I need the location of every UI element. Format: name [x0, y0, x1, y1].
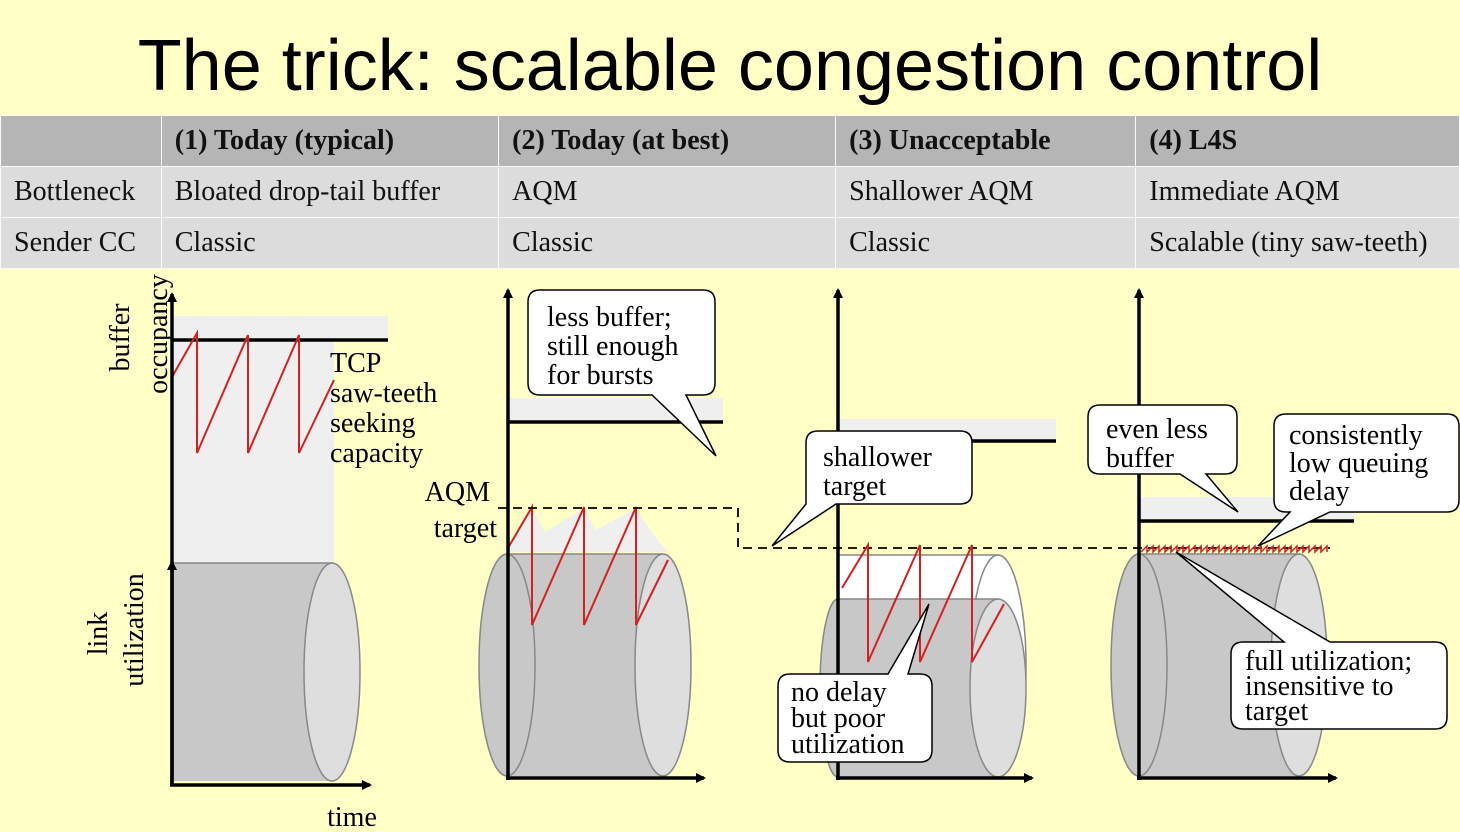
callout-even-less-buffer: even less buffer — [1087, 404, 1239, 513]
table-cell: AQM — [498, 166, 837, 218]
svg-text:full utilization; inse: full utilization; insensitive to target — [1245, 646, 1419, 727]
link-cylinder — [172, 562, 361, 782]
row-label-bottleneck: Bottleneck — [0, 166, 162, 218]
shallow-sawtooth — [841, 541, 1005, 663]
axis-label-buffer-occupancy: buffer occupancy — [105, 274, 174, 394]
svg-text:even less buffer: even less buffer — [1106, 414, 1215, 474]
table-cell: Classic — [498, 217, 837, 269]
svg-text:consistently low queui: consistently low queuing delay — [1289, 420, 1435, 507]
table-cell: Shallower AQM — [835, 166, 1137, 218]
panel-2-today-at-best: AQM target less buffer; still enough for… — [425, 288, 1330, 783]
table-header-cell: (3) Unacceptable — [835, 115, 1137, 167]
callout-less-buffer: less buffer; still enough for bursts — [527, 289, 717, 457]
svg-text:shallower target: shallower target — [823, 442, 939, 502]
panel-1-today-typical: buffer occupancy link utilization time T… — [83, 274, 444, 832]
callout-consistently-low: consistently low queuing delay — [1257, 413, 1460, 547]
table-cell: Immediate AQM — [1135, 166, 1460, 218]
callout-shallower-target: shallower target — [771, 430, 973, 547]
callout-full-utilization: full utilization; insensitive to target — [1175, 551, 1448, 730]
buffer-headroom — [172, 316, 388, 338]
aqm-sawtooth — [507, 503, 669, 626]
table-header-cell — [0, 115, 162, 167]
scalable-sawtooth — [1140, 544, 1328, 554]
table-cell: Scalable (tiny saw-teeth) — [1135, 217, 1460, 269]
page-title: The trick: scalable congestion control — [137, 26, 1323, 106]
comparison-table: (1) Today (typical) (2) Today (at best) … — [0, 115, 1460, 269]
callout-no-delay: no delay but poor utilization — [777, 603, 933, 763]
aqm-target-line — [498, 507, 1330, 549]
table-row: Bottleneck Bloated drop-tail buffer AQM … — [0, 166, 1460, 218]
panel-4-l4s: even less buffer consistently low queuin… — [1087, 288, 1460, 783]
panel-3-unacceptable: shallower target no delay but poor utili… — [771, 288, 1056, 783]
label-tcp-sawteeth: TCP saw-teeth seeking capacity — [330, 348, 444, 469]
tcp-sawtooth — [171, 329, 335, 454]
table-header-cell: (1) Today (typical) — [160, 115, 500, 167]
table-cell: Bloated drop-tail buffer — [160, 166, 500, 218]
label-aqm-target: AQM target — [425, 477, 498, 544]
svg-text:less buffer; still eno: less buffer; still enough for bursts — [547, 302, 685, 391]
svg-text:no delay but poor: no delay but poor utilization — [791, 677, 905, 760]
table-header-row: (1) Today (typical) (2) Today (at best) … — [0, 115, 1460, 167]
table-row: Sender CC Classic Classic Classic Scalab… — [0, 217, 1460, 269]
table-header-cell: (4) L4S — [1135, 115, 1460, 167]
axis-label-link-utilization: link utilization — [83, 573, 150, 687]
table-cell: Classic — [160, 217, 500, 269]
row-label-sender-cc: Sender CC — [0, 217, 162, 269]
axis-label-time: time — [327, 802, 377, 832]
table-cell: Classic — [835, 217, 1137, 269]
